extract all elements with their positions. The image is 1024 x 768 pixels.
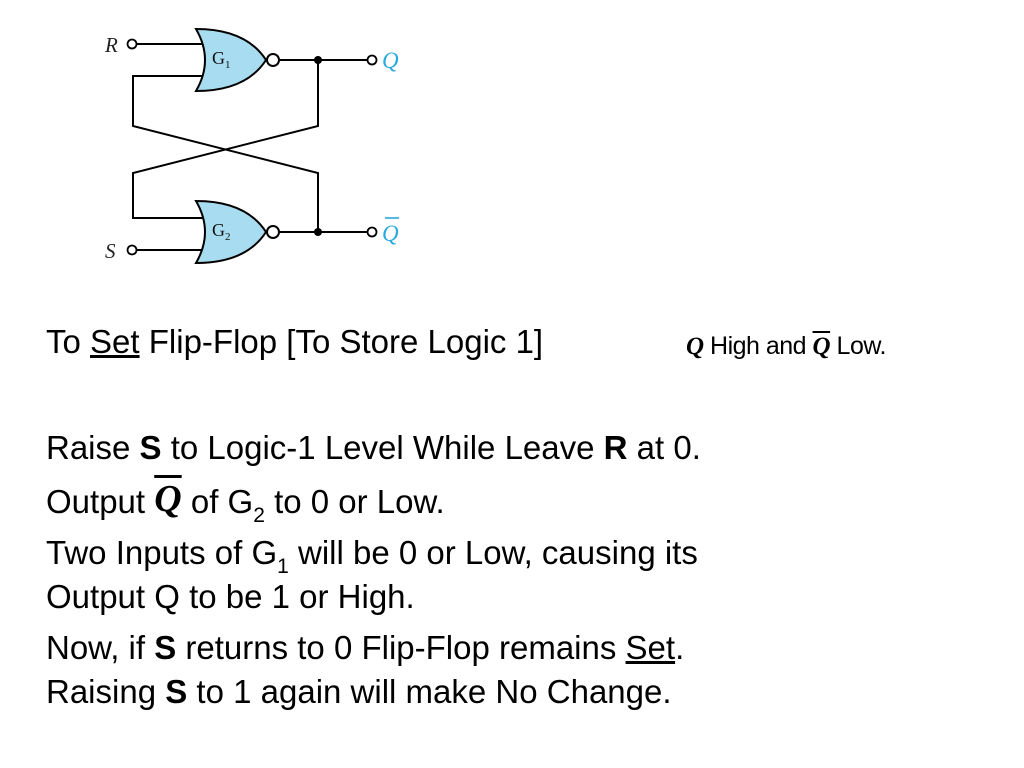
gate-g2-bubble [266, 225, 280, 239]
label-s: S [105, 239, 116, 263]
junction-dot-q [314, 56, 322, 64]
label-r: R [104, 33, 118, 57]
line-output-qbar: Output Q of G2 to 0 or Low. [46, 478, 445, 527]
terminal-q [366, 54, 378, 66]
heading-set-word: Set [90, 323, 140, 360]
label-q: Q [382, 48, 399, 73]
g2-feedback-wire [132, 60, 319, 219]
line-two-inputs: Two Inputs of G1 will be 0 or Low, causi… [46, 534, 698, 578]
sr-flipflop-circuit: R S Q Q G1 G2 [104, 27, 399, 265]
label-qbar: Q [382, 221, 399, 246]
gate-g2-nor [194, 199, 268, 265]
terminal-qbar [366, 226, 378, 238]
line-raise-s: Raise S to Logic-1 Level While Leave R a… [46, 429, 701, 466]
note-q-symbol: Q [686, 333, 704, 360]
gate-g1-label: G1 [212, 48, 231, 71]
gate-g2-label: G2 [212, 220, 231, 243]
gate-g1-bubble [266, 53, 280, 67]
q-state-note: Q High and Q Low. [686, 332, 886, 360]
line-no-change: Raising S to 1 again will make No Change… [46, 673, 672, 710]
junction-dot-qbar [314, 228, 322, 236]
heading-line: To Set Flip-Flop [To Store Logic 1] [46, 323, 544, 360]
terminal-r [126, 38, 138, 50]
note-qbar-symbol: Q [812, 333, 831, 360]
g1-feedback-wire [132, 75, 319, 232]
line-s-returns: Now, if S returns to 0 Flip-Flop remains… [46, 629, 685, 666]
line-output-q-high: Output Q to be 1 or High. [46, 578, 415, 615]
terminal-s [126, 244, 138, 256]
gate-g1-nor [194, 27, 268, 93]
qbar-symbol: Q [154, 478, 182, 520]
